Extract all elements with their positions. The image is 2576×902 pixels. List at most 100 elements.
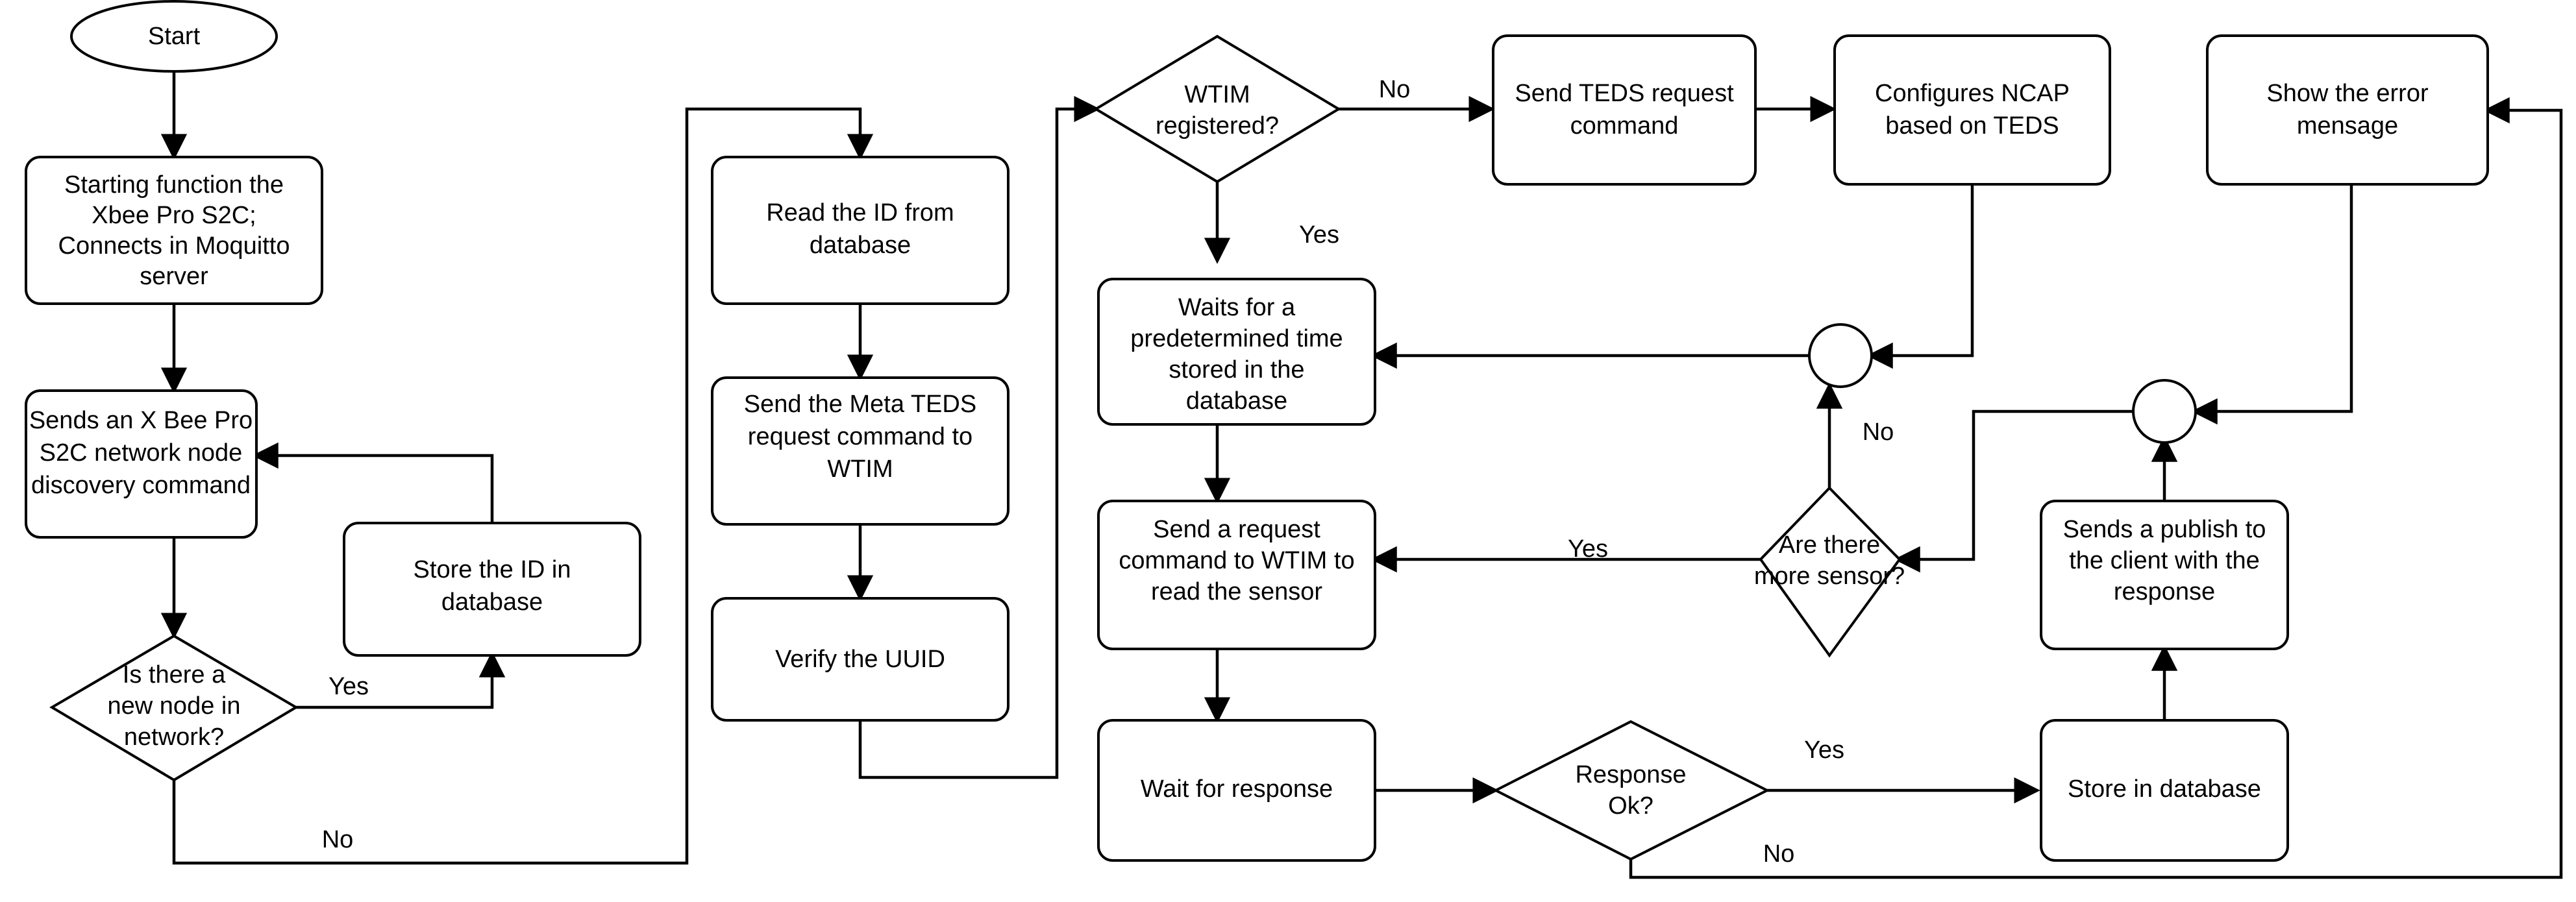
send-teds-request-box[interactable] <box>1492 34 1757 186</box>
edge-new-node-yes-to-store-id <box>296 651 506 709</box>
new-node-decision-diamond[interactable] <box>49 634 299 782</box>
wait-response-line1: Wait for response <box>1141 775 1333 803</box>
edge-configures-ncap-to-connector-left <box>1866 184 1974 369</box>
wait-response-box[interactable] <box>1097 719 1376 862</box>
read-id-line2: database <box>810 232 911 259</box>
waits-time-line3: stored in the <box>1169 356 1304 384</box>
verify-uuid-line1: Verify the UUID <box>775 646 945 673</box>
configures-ncap-line1: Configures NCAP <box>1875 80 2070 107</box>
send-read-sensor-line3: read the sensor <box>1151 578 1322 605</box>
show-error-line1: Show the error <box>2266 80 2429 107</box>
edge-response-no-to-show-error <box>1629 97 2563 879</box>
send-teds-request-line2: command <box>1570 112 1679 140</box>
node-connector-right[interactable] <box>2132 379 2197 444</box>
node-new-node-decision[interactable]: Is there a new node in network? <box>49 634 299 782</box>
send-read-sensor-line1: Send a request <box>1153 516 1320 543</box>
waits-time-box[interactable] <box>1097 278 1376 426</box>
waits-time-line2: predetermined time <box>1130 325 1343 352</box>
sends-publish-line1: Sends a publish to <box>2063 516 2266 543</box>
node-send-discovery[interactable]: Sends an X Bee Pro S2C network node disc… <box>25 389 258 539</box>
node-send-teds-request[interactable]: Send TEDS request command <box>1492 34 1757 186</box>
new-node-decision-line1: Is there a <box>123 661 226 689</box>
edge-label-response-yes: Yes <box>1804 737 1844 764</box>
wtim-registered-line1: WTIM <box>1184 81 1250 108</box>
starting-function-box[interactable] <box>25 156 323 305</box>
node-wtim-registered[interactable]: WTIM registered? <box>1093 34 1341 184</box>
send-meta-teds-box[interactable] <box>711 376 1009 526</box>
edges <box>160 73 2563 879</box>
read-id-line1: Read the ID from <box>766 199 954 226</box>
response-ok-diamond[interactable] <box>1492 720 1770 861</box>
send-discovery-line3: discovery command <box>31 472 251 499</box>
show-error-line2: mensage <box>2297 112 2398 140</box>
starting-function-line2: Xbee Pro S2C; <box>92 202 256 229</box>
node-start[interactable]: Start <box>70 0 278 73</box>
node-show-error[interactable]: Show the error mensage <box>2206 34 2489 186</box>
waits-time-line1: Waits for a <box>1178 294 1296 321</box>
response-ok-line1: Response <box>1575 761 1686 788</box>
sends-publish-line3: response <box>2114 578 2215 605</box>
configures-ncap-box[interactable] <box>1833 34 2111 186</box>
store-id-line1: Store the ID in <box>414 556 571 583</box>
node-store-in-database[interactable]: Store in database <box>2040 719 2289 862</box>
waits-time-line4: database <box>1186 387 1287 415</box>
show-error-box[interactable] <box>2206 34 2489 186</box>
store-in-database-line1: Store in database <box>2068 775 2261 803</box>
read-id-box[interactable] <box>711 156 1009 305</box>
store-id-box[interactable] <box>343 522 641 657</box>
node-more-sensor[interactable]: Are there more sensor? <box>1754 486 1905 658</box>
wtim-registered-diamond[interactable] <box>1093 34 1341 184</box>
node-verify-uuid[interactable]: Verify the UUID <box>711 597 1009 722</box>
send-meta-teds-line1: Send the Meta TEDS <box>744 391 976 418</box>
more-sensor-line1: Are there <box>1779 531 1880 559</box>
edge-label-more-sensor-no: No <box>1863 419 1894 446</box>
wtim-registered-line2: registered? <box>1156 112 1279 140</box>
node-starting-function[interactable]: Starting function the Xbee Pro S2C; Conn… <box>25 156 323 305</box>
edge-connector-right-to-more-sensor <box>1894 409 2136 573</box>
node-connector-left[interactable] <box>1808 323 1873 388</box>
send-read-sensor-box[interactable] <box>1097 500 1376 650</box>
store-id-line2: database <box>441 589 543 616</box>
node-response-ok[interactable]: Response Ok? <box>1492 720 1770 861</box>
verify-uuid-box[interactable] <box>711 597 1009 722</box>
send-read-sensor-line2: command to WTIM to <box>1119 547 1354 574</box>
starting-function-line3: Connects in Moquitto <box>58 232 290 260</box>
edge-new-node-no-to-read-id <box>172 107 874 865</box>
connector-right-circle[interactable] <box>2132 379 2197 444</box>
node-configures-ncap[interactable]: Configures NCAP based on TEDS <box>1833 34 2111 186</box>
node-send-meta-teds[interactable]: Send the Meta TEDS request command to WT… <box>711 376 1009 526</box>
edge-label-new-node-no: No <box>322 826 354 853</box>
configures-ncap-line2: based on TEDS <box>1885 112 2059 140</box>
send-meta-teds-line3: WTIM <box>827 456 893 483</box>
node-sends-publish[interactable]: Sends a publish to the client with the r… <box>2040 500 2289 650</box>
send-meta-teds-line2: request command to <box>748 423 972 450</box>
sends-publish-line2: the client with the <box>2069 547 2260 574</box>
edge-label-more-sensor-yes: Yes <box>1568 535 1608 563</box>
more-sensor-diamond[interactable] <box>1759 486 1901 658</box>
start-ellipse[interactable] <box>70 0 278 73</box>
node-waits-time[interactable]: Waits for a predetermined time stored in… <box>1097 278 1376 426</box>
connector-left-circle[interactable] <box>1808 323 1873 388</box>
more-sensor-line2: more sensor? <box>1754 563 1905 590</box>
send-discovery-line1: Sends an X Bee Pro <box>29 407 253 434</box>
send-discovery-box[interactable] <box>25 389 258 539</box>
sends-publish-box[interactable] <box>2040 500 2289 650</box>
store-in-database-box[interactable] <box>2040 719 2289 862</box>
new-node-decision-line2: new node in <box>108 692 241 720</box>
node-read-id[interactable]: Read the ID from database <box>711 156 1009 305</box>
node-store-id[interactable]: Store the ID in database <box>343 522 641 657</box>
new-node-decision-line3: network? <box>124 724 224 751</box>
edge-label-response-no: No <box>1763 840 1795 868</box>
edge-label-new-node-yes: Yes <box>328 673 369 700</box>
node-wait-response[interactable]: Wait for response <box>1097 719 1376 862</box>
edge-label-wtim-yes: Yes <box>1299 221 1339 249</box>
edge-verify-uuid-to-wtim-registered <box>858 95 1100 779</box>
send-discovery-line2: S2C network node <box>40 439 243 467</box>
node-send-read-sensor[interactable]: Send a request command to WTIM to read t… <box>1097 500 1376 650</box>
response-ok-line2: Ok? <box>1608 792 1653 820</box>
edge-store-id-to-discovery <box>252 442 494 523</box>
starting-function-line4: server <box>140 263 208 290</box>
edge-label-wtim-no: No <box>1379 76 1411 103</box>
